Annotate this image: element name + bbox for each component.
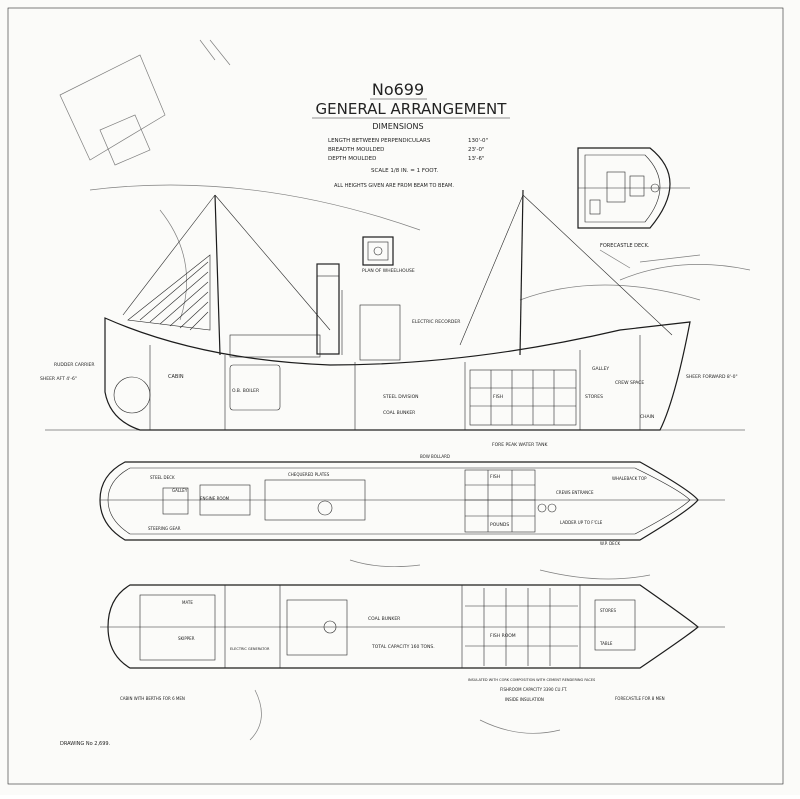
label-pounds: POUNDS [490,522,509,528]
label-table: TABLE [599,641,613,646]
deck-plan-view: STEEL DECK STEERING GEAR ENGINE ROOM GAL… [99,454,725,546]
label-cabin: CABIN [168,374,184,380]
label-forecastle-berths: FORECASTLE FOR 8 MEN [615,696,665,701]
label-engine-room: ENGINE ROOM [200,496,230,501]
profile-elevation-view: RUDDER CARRIER SHEER AFT 4'-6" SHEER FOR… [40,189,745,448]
scale-note: SCALE 1/8 IN. = 1 FOOT. [371,168,438,174]
label-coal-bunker-hold: COAL BUNKER [368,616,400,622]
label-insulation-note: INSULATED WITH CORK COMPOSITION WITH CEM… [468,678,596,682]
label-rudder-carrier: RUDDER CARRIER [54,362,95,368]
main-title: GENERAL ARRANGEMENT [316,100,508,118]
propeller [113,376,151,414]
deck-outline [99,461,699,541]
label-crew-space: CREW SPACE [615,380,644,386]
dim-value-length: 130'-0" [468,138,488,144]
boiler [229,364,281,411]
dimensions-heading: DIMENSIONS [372,122,423,131]
label-chequered-plates: CHEQUERED PLATES [288,472,330,477]
dim-value-breadth: 23'-0" [468,147,485,153]
label-fish-profile: FISH [493,394,503,400]
wheelhouse-plan-label: PLAN OF WHEELHOUSE [362,268,415,274]
sheet-border [7,7,784,785]
label-bow-bollard: BOW BOLLARD [420,454,450,459]
label-coal-bunker-profile: COAL BUNKER [383,410,415,416]
label-total-capacity: TOTAL CAPACITY 160 TONS. [371,644,435,650]
label-steel-division: STEEL DIVISION [383,394,419,400]
label-sheer-forward: SHEER FORWARD 8'-0" [686,374,738,380]
label-fore-peak-tank: FORE PEAK WATER TANK [492,442,548,448]
label-wp-deck: W.P. DECK [600,541,621,546]
label-ob-boiler: O.B. BOILER [232,388,259,394]
drawing-number: No699 [372,80,424,99]
label-skipper: SKIPPER [178,636,195,641]
label-electric-recorder: ELECTRIC RECORDER [412,319,460,325]
label-steering-gear: STEERING GEAR [148,526,181,531]
label-cabin-berths: CABIN WITH BERTHS FOR 6 MEN [120,696,185,701]
label-inside-insulation: INSIDE INSULATION [505,697,544,702]
fish-room-grid [469,369,577,426]
label-galley-profile: GALLEY [592,366,609,372]
fish-room-plan-grid [465,588,578,666]
dim-value-depth: 13'-6" [468,156,485,162]
label-sheer-aft: SHEER AFT 4'-6" [40,376,77,382]
label-stores-hold: STORES [600,608,616,613]
label-fishroom-capacity: FISHROOM CAPACITY 3390 CU.FT. [500,687,567,692]
hold-plan-view: COAL BUNKER TOTAL CAPACITY 160 TONS. FIS… [100,584,725,702]
heights-note: ALL HEIGHTS GIVEN ARE FROM BEAM TO BEAM. [334,183,454,189]
drawing-reference: DRAWING No 2,699. [60,741,111,747]
dim-label-length: LENGTH BETWEEN PERPENDICULARS [328,138,431,144]
label-electric-generator: ELECTRIC GENERATOR [230,647,270,651]
label-mate: MATE [182,600,193,605]
label-fish-room: FISH ROOM [490,633,516,639]
pencil-sketch-overlay [59,39,751,741]
main-mast [214,194,221,356]
label-chain: CHAIN [640,414,654,420]
label-ladder: LADDER UP TO F'CLE [560,520,603,525]
label-stores-profile: STORES [585,394,603,400]
label-whaleback-top: WHALEBACK TOP [612,476,647,481]
dim-label-depth: DEPTH MOULDED [328,156,376,162]
fore-mast [519,189,524,356]
forecastle-deck-view: FORECASTLE DECK. [577,147,690,249]
wheelhouse-plan-view: PLAN OF WHEELHOUSE [362,236,415,274]
label-fish-deck: FISH [490,474,500,480]
title-block: No699 GENERAL ARRANGEMENT DIMENSIONS LEN… [312,80,510,189]
forecastle-deck-label: FORECASTLE DECK. [600,243,650,249]
label-galley-deck: GALLEY [172,488,188,493]
label-crews-entrance: CREWS ENTRANCE [556,490,594,495]
label-steel-deck: STEEL DECK [150,475,175,480]
dim-label-breadth: BREADTH MOULDED [328,147,384,153]
hold-outline [107,584,699,669]
